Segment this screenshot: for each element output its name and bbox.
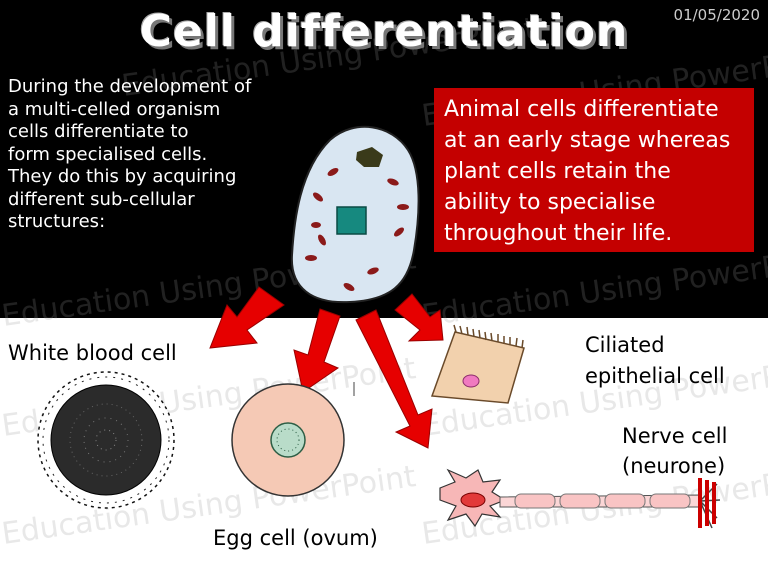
intro-line: They do this by acquiring [8,166,237,187]
intro-line: During the development of [8,76,252,97]
callout-box: Animal cells differentiate at an early s… [434,88,754,252]
label-white-blood-cell: White blood cell [8,341,177,365]
arrow-to-ciliated-cell [394,293,444,342]
callout-line: plant cells retain the [444,159,671,184]
white-blood-cell-illustration [37,371,175,509]
arrow-to-white-blood-cell [209,286,285,349]
label-nerve-line2: (neurone) [622,454,726,478]
arrow-to-egg-cell [293,308,341,393]
arrow-to-nerve-cell [355,309,433,449]
label-ciliated-line2: epithelial cell [585,364,725,388]
callout-line: throughout their life. [444,221,673,246]
intro-line: structures: [8,211,106,232]
intro-line: cells differentiate to [8,121,189,142]
intro-line: different sub-cellular [8,188,195,210]
slide-date: 01/05/2020 [673,6,760,24]
label-nerve-line1: Nerve cell [622,424,728,448]
nerve-cell-illustration [439,468,721,529]
intro-line: form specialised cells. [8,143,208,165]
ciliated-cell-illustration [430,324,525,404]
stem-cell-illustration [290,125,420,304]
intro-line: a multi-celled organism [8,98,221,120]
label-egg-cell: Egg cell (ovum) [213,526,378,550]
egg-cell-illustration [231,383,345,497]
slide-title: Cell differentiation [139,6,629,57]
intro-text: During the development of a multi-celled… [8,76,288,234]
callout-line: at an early stage whereas [444,128,731,153]
label-ciliated-line1: Ciliated [585,333,665,357]
callout-line: Animal cells differentiate [444,97,719,122]
callout-line: ability to specialise [444,190,656,215]
